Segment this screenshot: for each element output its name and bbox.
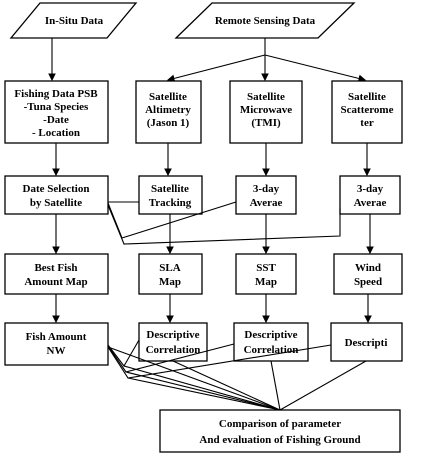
sst-map-line-2: Map [255, 276, 277, 288]
connector-date-to-scat [107, 204, 341, 245]
best-fish-line-2: Amount Map [24, 276, 87, 288]
descriptive-sst-line-1: Descriptive [244, 329, 297, 341]
fishing-data-line-2: -Tuna Species [24, 101, 89, 113]
descriptive-wind-box [330, 322, 403, 362]
fishing-data-line-4: - Location [32, 127, 80, 139]
microwave-line-2: Microwave [240, 104, 292, 116]
average-scat-line-2: Averae [354, 197, 387, 209]
sla-map-line-2: Map [159, 276, 181, 288]
wind-speed-line-1: Wind [355, 262, 381, 274]
descriptive-wind-line-1: Descripti [345, 337, 388, 349]
altimetry-line-3: (Jason 1) [147, 117, 190, 129]
remote-sensing-data-label: Remote Sensing Data [215, 15, 316, 27]
connector-fish-to-wind [107, 344, 332, 379]
average-scat-line-1: 3-day [357, 183, 384, 195]
converge-sla [172, 360, 281, 411]
wind-speed-box [333, 253, 403, 295]
altimetry-line-1: Satellite [149, 91, 187, 103]
scatterometer-line-1: Satellite [348, 91, 386, 103]
converge-sst [270, 360, 281, 411]
converge-wind [279, 360, 367, 411]
wind-speed-line-2: Speed [354, 276, 382, 288]
converge-fish [107, 346, 281, 411]
date-selection-box [4, 175, 109, 215]
satellite-tracking-line-1: Satellite [151, 183, 189, 195]
descriptive-sla-box [138, 322, 208, 362]
date-selection-line-2: by Satellite [30, 197, 82, 209]
fish-amount-line-2: NW [47, 345, 66, 357]
descriptive-sla-line-2: Correlation [146, 344, 201, 356]
sla-map-line-1: SLA [159, 262, 180, 274]
scatterometer-line-3: ter [360, 117, 374, 129]
altimetry-box [135, 80, 202, 144]
best-fish-line-1: Best Fish [34, 262, 77, 274]
microwave-box [229, 80, 303, 144]
arrow-remote-scatterometer [264, 54, 367, 83]
fish-amount-line-1: Fish Amount [26, 331, 87, 343]
microwave-line-1: Satellite [247, 91, 285, 103]
average-tmi-line-1: 3-day [253, 183, 280, 195]
in-situ-data-shape [9, 2, 138, 39]
result-line-2: And evaluation of Fishing Ground [199, 434, 360, 446]
descriptive-sla-line-1: Descriptive [146, 329, 199, 341]
fishing-data-line-1: Fishing Data PSB [14, 88, 98, 100]
remote-sensing-data-shape [174, 2, 356, 39]
fish-amount-box [4, 322, 109, 366]
fishing-data-line-3: -Date [43, 114, 69, 126]
satellite-tracking-box [138, 175, 203, 215]
best-fish-box [4, 253, 109, 295]
converge-1 [123, 365, 281, 411]
sst-map-line-1: SST [256, 262, 276, 274]
altimetry-line-2: Altimetry [145, 104, 191, 116]
arrow-remote-altimetry [166, 54, 266, 83]
average-tmi-box [235, 175, 297, 215]
converge-3 [127, 377, 281, 411]
result-line-1: Comparison of parameter [219, 418, 341, 430]
date-selection-line-1: Date Selection [23, 183, 90, 195]
scatterometer-box [331, 80, 403, 144]
satellite-tracking-line-2: Tracking [149, 197, 192, 209]
converge-2 [125, 371, 281, 411]
in-situ-data-label: In-Situ Data [45, 15, 104, 27]
scatterometer-line-2: Scatterome [341, 104, 394, 116]
average-tmi-line-2: Averae [250, 197, 283, 209]
sst-map-box [235, 253, 297, 295]
sla-map-box [138, 253, 203, 295]
microwave-line-3: (TMI) [251, 117, 281, 129]
result-box [159, 409, 401, 453]
